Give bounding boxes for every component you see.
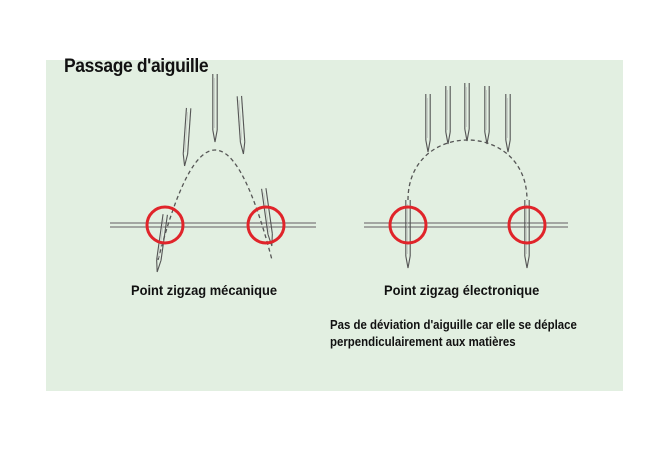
fabric-line — [364, 222, 568, 228]
needle — [405, 199, 411, 269]
mechanical-zigzag-diagram — [110, 73, 316, 273]
needle-trajectory — [157, 149, 273, 261]
electronic-note: Pas de déviation d'aiguille car elle se … — [330, 316, 577, 350]
caption-mechanical: Point zigzag mécanique — [131, 282, 278, 298]
needle-trajectory — [407, 139, 528, 201]
needle — [505, 93, 511, 153]
needle-penetration-circle — [507, 205, 547, 245]
needle — [181, 107, 192, 167]
diagram-title: Passage d'aiguille — [64, 56, 209, 77]
needle — [464, 82, 470, 142]
caption-electronic: Point zigzag électronique — [384, 282, 540, 298]
fabric-line — [110, 222, 316, 228]
note-line: perpendiculairement aux matières — [330, 334, 516, 349]
needle — [445, 85, 451, 145]
needle-penetration-circle — [388, 205, 428, 245]
diagram-panel — [46, 60, 623, 391]
needle — [484, 85, 490, 145]
note-line: Pas de déviation d'aiguille car elle se … — [330, 317, 577, 332]
electronic-zigzag-diagram — [364, 82, 568, 269]
needle — [212, 73, 218, 143]
needle — [261, 187, 275, 247]
needle — [425, 93, 431, 153]
needle-penetration-circle — [246, 205, 286, 245]
needle — [524, 199, 530, 269]
needle — [236, 95, 247, 155]
needle-penetration-circle — [145, 205, 185, 245]
